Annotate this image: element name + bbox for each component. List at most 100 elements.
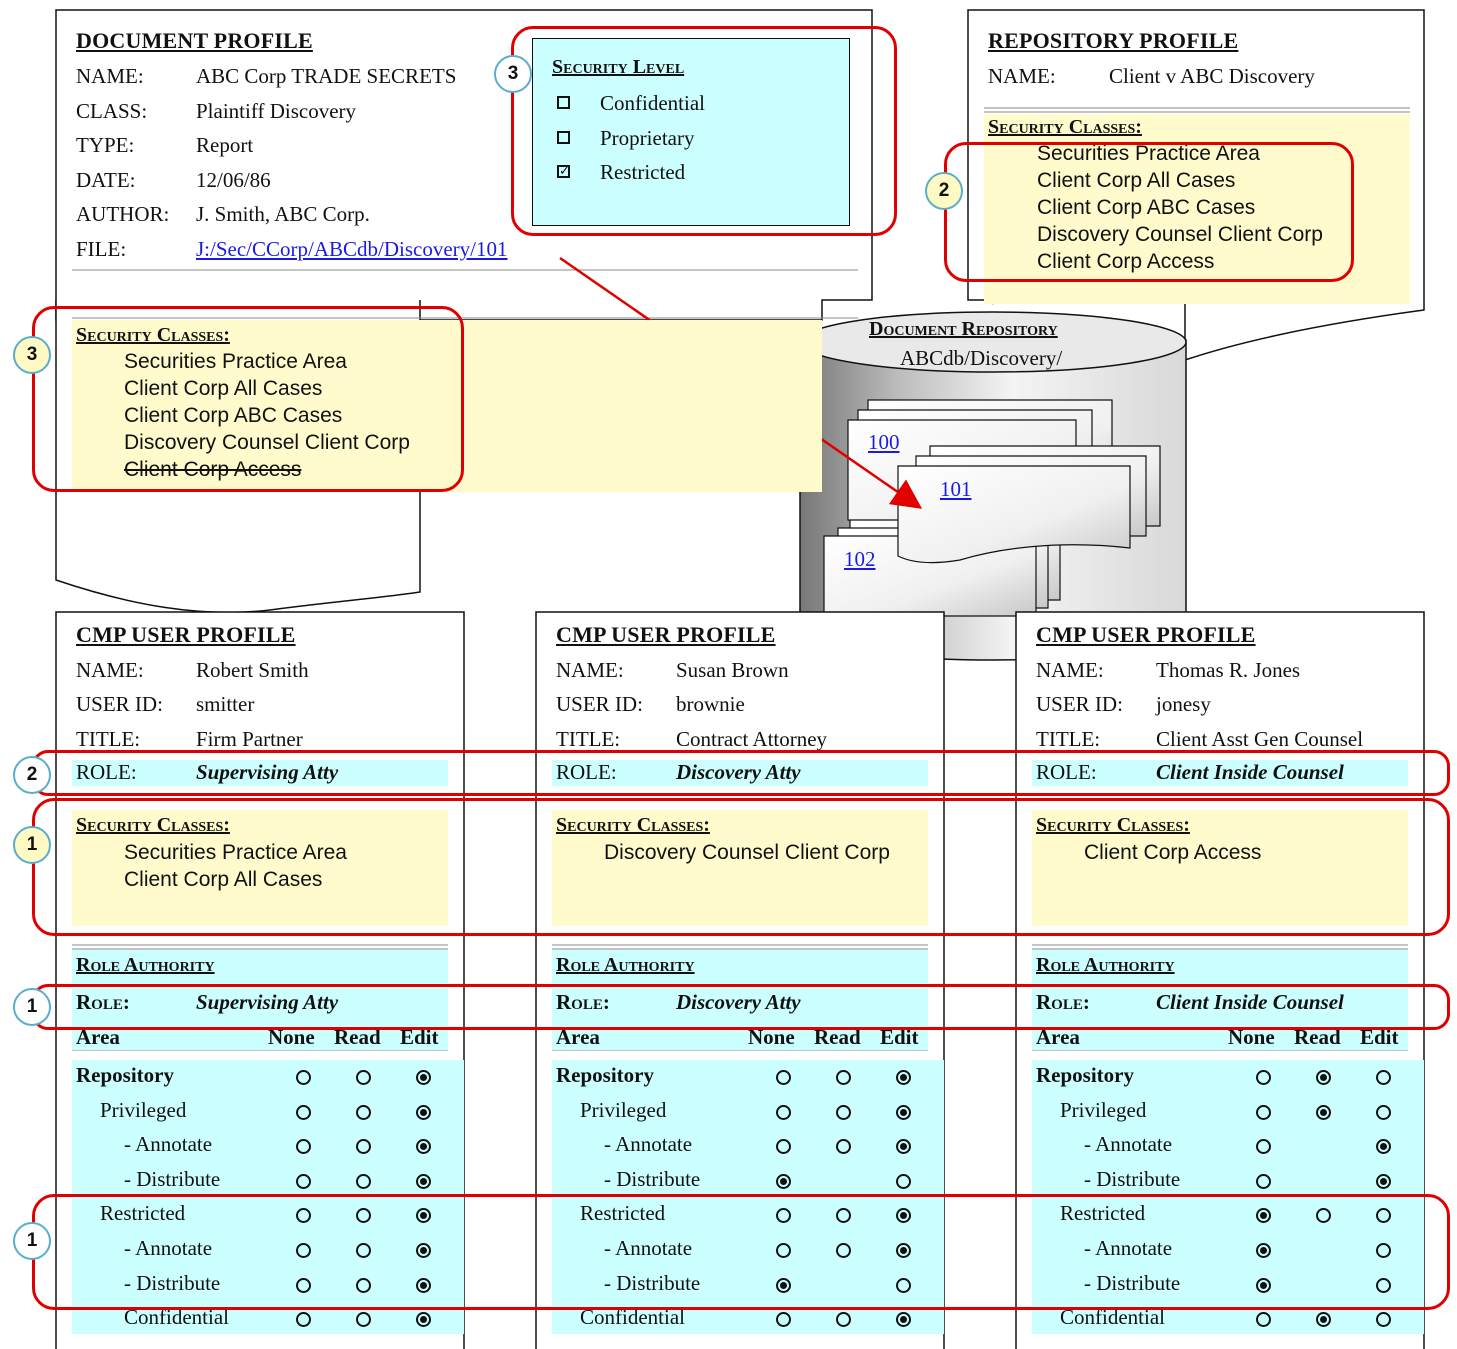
user-name-field: NAME:Thomas R. Jones bbox=[1036, 658, 1104, 683]
permission-row-label: Privileged bbox=[100, 1098, 186, 1123]
user-id-value: jonesy bbox=[1156, 692, 1211, 717]
role-authority-title: Role Authority bbox=[556, 954, 695, 977]
badge-1-restricted-rows: 1 bbox=[13, 1222, 51, 1260]
file-path-link[interactable]: J:/Sec/CCorp/ABCdb/Discovery/101 bbox=[196, 237, 508, 262]
permission-edit-radio[interactable] bbox=[416, 1174, 431, 1189]
field-label: NAME: bbox=[76, 64, 144, 89]
permission-row-label: - Annotate bbox=[124, 1132, 212, 1157]
document-field-author: AUTHOR:J. Smith, ABC Corp. bbox=[76, 202, 169, 227]
permission-none-radio[interactable] bbox=[296, 1174, 311, 1189]
security-classes-annotation-box bbox=[32, 798, 1450, 936]
field-value: J. Smith, ABC Corp. bbox=[196, 202, 370, 227]
user-profile-title: CMP USER PROFILE bbox=[76, 622, 296, 648]
document-field-class: CLASS:Plaintiff Discovery bbox=[76, 99, 147, 124]
permission-edit-radio[interactable] bbox=[416, 1070, 431, 1085]
permission-row-label: - Annotate bbox=[1084, 1132, 1172, 1157]
user-title-value: Firm Partner bbox=[196, 727, 303, 752]
permission-none-radio[interactable] bbox=[776, 1070, 791, 1085]
document-101-stack bbox=[898, 446, 1160, 563]
permission-read-radio[interactable] bbox=[356, 1174, 371, 1189]
document-link-100[interactable]: 100 bbox=[868, 430, 900, 455]
user-id-field: USER ID:smitter bbox=[76, 692, 163, 717]
user-title-field: TITLE:Firm Partner bbox=[76, 727, 140, 752]
permission-edit-radio[interactable] bbox=[1376, 1105, 1391, 1120]
field-value: ABC Corp TRADE SECRETS bbox=[196, 64, 456, 89]
permission-edit-radio[interactable] bbox=[896, 1070, 911, 1085]
permission-row-label: Repository bbox=[556, 1063, 654, 1088]
user-title-value: Client Asst Gen Counsel bbox=[1156, 727, 1363, 752]
user-id-field: USER ID:jonesy bbox=[1036, 692, 1123, 717]
permission-edit-radio[interactable] bbox=[1376, 1174, 1391, 1189]
user-title-field: TITLE:Client Asst Gen Counsel bbox=[1036, 727, 1100, 752]
permission-none-radio[interactable] bbox=[296, 1105, 311, 1120]
repository-name-label: NAME: bbox=[988, 64, 1056, 89]
repository-security-classes-title: Security Classes: bbox=[988, 116, 1142, 139]
restricted-rows-annotation-box bbox=[32, 1194, 1450, 1310]
user-id-value: brownie bbox=[676, 692, 745, 717]
user-name-value: Susan Brown bbox=[676, 658, 789, 683]
user-title-value: Contract Attorney bbox=[676, 727, 827, 752]
role-authority-title: Role Authority bbox=[76, 954, 215, 977]
permission-read-radio[interactable] bbox=[836, 1070, 851, 1085]
permission-row-label: - Distribute bbox=[124, 1167, 220, 1192]
user-name-label: NAME: bbox=[1036, 658, 1104, 683]
user-id-label: USER ID: bbox=[76, 692, 163, 717]
permission-read-radio[interactable] bbox=[356, 1070, 371, 1085]
permission-none-radio[interactable] bbox=[776, 1174, 791, 1189]
permission-none-radio[interactable] bbox=[776, 1105, 791, 1120]
user-title-label: TITLE: bbox=[556, 727, 620, 752]
permission-edit-radio[interactable] bbox=[416, 1105, 431, 1120]
role-authority-title: Role Authority bbox=[1036, 954, 1175, 977]
field-value: 12/06/86 bbox=[196, 168, 271, 193]
repository-profile-title: REPOSITORY PROFILE bbox=[988, 28, 1238, 54]
permission-read-radio[interactable] bbox=[1316, 1105, 1331, 1120]
permission-none-radio[interactable] bbox=[1256, 1174, 1271, 1189]
field-label: AUTHOR: bbox=[76, 202, 169, 227]
user-id-label: USER ID: bbox=[1036, 692, 1123, 717]
user-id-label: USER ID: bbox=[556, 692, 643, 717]
badge-2-repository-classes: 2 bbox=[925, 172, 963, 210]
badge-1-security-classes: 1 bbox=[13, 826, 51, 864]
badge-1-authority-role: 1 bbox=[13, 988, 51, 1026]
permission-none-radio[interactable] bbox=[296, 1070, 311, 1085]
permission-edit-radio[interactable] bbox=[1376, 1070, 1391, 1085]
security-level-annotation-box bbox=[511, 26, 897, 236]
user-profile-title: CMP USER PROFILE bbox=[556, 622, 776, 648]
permission-none-radio[interactable] bbox=[1256, 1105, 1271, 1120]
document-profile-title: DOCUMENT PROFILE bbox=[76, 28, 313, 54]
permission-row-label: Privileged bbox=[580, 1098, 666, 1123]
permission-none-radio[interactable] bbox=[1256, 1070, 1271, 1085]
field-label: DATE: bbox=[76, 168, 136, 193]
document-field-date: DATE:12/06/86 bbox=[76, 168, 136, 193]
field-label: FILE: bbox=[76, 237, 126, 262]
role-row-annotation-box bbox=[32, 750, 1450, 796]
authority-role-annotation-box bbox=[32, 984, 1450, 1030]
badge-3-document-classes: 3 bbox=[13, 336, 51, 374]
permission-read-radio[interactable] bbox=[836, 1105, 851, 1120]
repository-name-value: Client v ABC Discovery bbox=[1109, 64, 1315, 89]
document-link-101[interactable]: 101 bbox=[940, 477, 972, 502]
user-name-label: NAME: bbox=[556, 658, 624, 683]
user-name-field: NAME:Susan Brown bbox=[556, 658, 624, 683]
field-label: TYPE: bbox=[76, 133, 134, 158]
permission-row-label: - Distribute bbox=[1084, 1167, 1180, 1192]
user-title-label: TITLE: bbox=[76, 727, 140, 752]
user-name-field: NAME:Robert Smith bbox=[76, 658, 144, 683]
document-link-102[interactable]: 102 bbox=[844, 547, 876, 572]
user-name-value: Thomas R. Jones bbox=[1156, 658, 1300, 683]
permission-edit-radio[interactable] bbox=[896, 1174, 911, 1189]
user-title-field: TITLE:Contract Attorney bbox=[556, 727, 620, 752]
user-name-value: Robert Smith bbox=[196, 658, 309, 683]
document-repository-path: ABCdb/Discovery/ bbox=[900, 346, 1062, 371]
permission-read-radio[interactable] bbox=[1316, 1070, 1331, 1085]
permission-row-label: Privileged bbox=[1060, 1098, 1146, 1123]
permission-edit-radio[interactable] bbox=[896, 1105, 911, 1120]
user-id-field: USER ID:brownie bbox=[556, 692, 643, 717]
user-title-label: TITLE: bbox=[1036, 727, 1100, 752]
repository-name-field: NAME: Client v ABC Discovery bbox=[988, 64, 1056, 89]
badge-3-security-level: 3 bbox=[494, 55, 532, 93]
permission-read-radio[interactable] bbox=[356, 1105, 371, 1120]
document-field-type: TYPE:Report bbox=[76, 133, 134, 158]
user-profile-title: CMP USER PROFILE bbox=[1036, 622, 1256, 648]
field-value: Report bbox=[196, 133, 253, 158]
